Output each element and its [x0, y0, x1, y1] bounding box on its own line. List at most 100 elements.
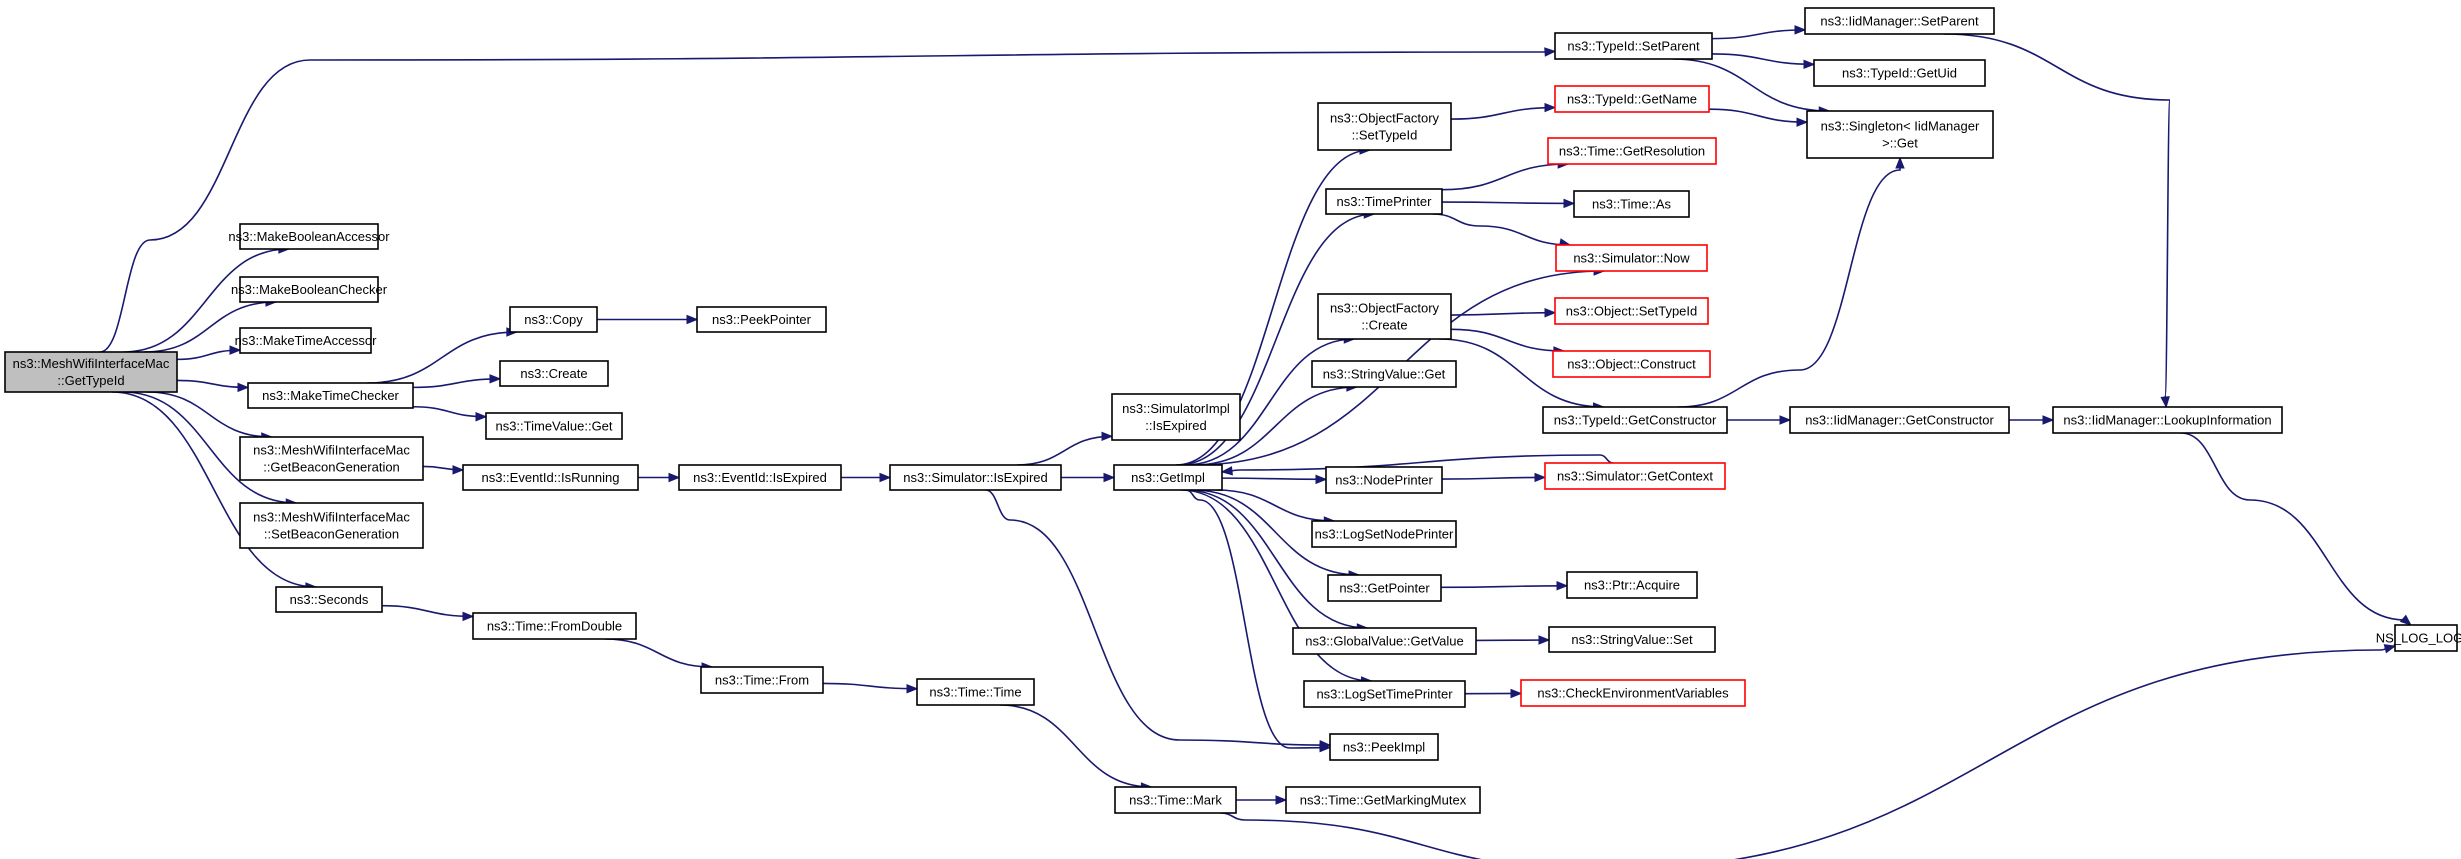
node-label: ns3::MakeTimeChecker [262, 388, 399, 403]
node-time-printer[interactable]: ns3::TimePrinter [1325, 188, 1443, 215]
edge-arrowhead [237, 382, 250, 393]
node-make-time-acc[interactable]: ns3::MakeTimeAccessor [235, 327, 378, 354]
edge-get-impl-to-get-pointer [1192, 489, 1360, 576]
node-label: ns3::Simulator::GetContext [1557, 469, 1713, 484]
node-label: ns3::IidManager::LookupInformation [2063, 413, 2271, 428]
node-create[interactable]: ns3::Create [499, 360, 609, 387]
node-box [1566, 571, 1698, 599]
node-obj-set-type-id[interactable]: ns3::Object::SetTypeId [1554, 297, 1709, 325]
node-label: ::GetBeaconGeneration [263, 460, 400, 475]
edges-layer [99, 25, 2412, 859]
node-label: ns3::Time::As [1592, 197, 1671, 212]
node-make-bool-chk[interactable]: ns3::MakeBooleanChecker [231, 276, 388, 303]
node-time-time[interactable]: ns3::Time::Time [916, 678, 1035, 706]
edge-arrowhead [1563, 198, 1576, 209]
node-type-id-set-parent[interactable]: ns3::TypeId::SetParent [1554, 32, 1713, 60]
node-get-beacon[interactable]: ns3::MeshWifiInterfaceMac::GetBeaconGene… [239, 436, 424, 481]
edge-time-printer-to-time-get-res [1441, 163, 1569, 191]
edge-arrowhead [2383, 644, 2397, 654]
node-label: ns3::IidManager::SetParent [1820, 14, 1979, 29]
node-of-create[interactable]: ns3::ObjectFactory::Create [1317, 293, 1452, 340]
node-iid-set-parent[interactable]: ns3::IidManager::SetParent [1804, 7, 1995, 35]
node-iid-lookup[interactable]: ns3::IidManager::LookupInformation [2052, 406, 2283, 434]
node-singleton-get[interactable]: ns3::Singleton< IidManager >::Get [1806, 110, 1994, 159]
node-label: NS_LOG_LOGIC [2376, 631, 2461, 646]
node-make-time-chk[interactable]: ns3::MakeTimeChecker [247, 382, 414, 409]
node-time-get-res[interactable]: ns3::Time::GetResolution [1547, 137, 1717, 165]
node-box [678, 464, 842, 491]
node-obj-construct[interactable]: ns3::Object::Construct [1552, 350, 1711, 378]
node-time-from[interactable]: ns3::Time::From [700, 666, 824, 694]
edge-arrowhead [1103, 472, 1116, 483]
edge-root-to-make-bool-chk [143, 301, 276, 353]
node-sim-impl-expired[interactable]: ns3::SimulatorImpl::IsExpired [1111, 393, 1241, 441]
node-gv-get-value[interactable]: ns3::GlobalValue::GetValue [1292, 627, 1477, 655]
node-label: ::IsExpired [1145, 418, 1206, 433]
node-set-beacon[interactable]: ns3::MeshWifiInterfaceMac::SetBeaconGene… [239, 502, 424, 549]
node-log-set-node[interactable]: ns3::LogSetNodePrinter [1311, 520, 1457, 548]
node-label: ns3::Time::FromDouble [487, 619, 622, 634]
edge-of-set-type-id-to-type-id-get-name [1450, 106, 1556, 120]
node-box [696, 306, 827, 333]
node-label: ns3::Simulator::IsExpired [903, 470, 1048, 485]
node-sim-now[interactable]: ns3::Simulator::Now [1555, 244, 1708, 272]
node-sim-expired[interactable]: ns3::Simulator::IsExpired [889, 464, 1062, 491]
edge-iid-lookup-to-ns-log-logic [2180, 432, 2411, 626]
edge-arrowhead [489, 374, 502, 384]
edge-of-create-to-obj-set-type-id [1450, 311, 1556, 316]
node-ns-log-logic[interactable]: NS_LOG_LOGIC [2376, 624, 2461, 652]
node-label: ns3::MakeBooleanChecker [231, 282, 388, 297]
node-box [472, 612, 637, 640]
node-type-id-get-name[interactable]: ns3::TypeId::GetName [1554, 85, 1710, 113]
node-label: ns3::PeekPointer [712, 312, 812, 327]
edge-type-id-set-parent-to-type-id-get-uid [1711, 53, 1815, 66]
node-make-bool-acc[interactable]: ns3::MakeBooleanAccessor [228, 223, 390, 250]
node-label: ::Create [1361, 318, 1407, 333]
node-time-mark[interactable]: ns3::Time::Mark [1114, 786, 1237, 814]
edge-make-time-chk-to-create [412, 378, 501, 389]
node-time-value-get[interactable]: ns3::TimeValue::Get [485, 412, 623, 440]
edge-time-from-to-time-time [822, 682, 918, 690]
node-sim-get-context[interactable]: ns3::Simulator::GetContext [1544, 462, 1726, 490]
node-string-value-get[interactable]: ns3::StringValue::Get [1311, 360, 1457, 388]
node-type-id-get-ctor[interactable]: ns3::TypeId::GetConstructor [1542, 406, 1728, 434]
node-type-id-get-uid[interactable]: ns3::TypeId::GetUid [1813, 59, 1986, 87]
node-ev-running[interactable]: ns3::EventId::IsRunning [462, 464, 639, 491]
node-ptr-acquire[interactable]: ns3::Ptr::Acquire [1566, 571, 1698, 599]
node-node-printer[interactable]: ns3::NodePrinter [1325, 466, 1443, 494]
node-box [1554, 85, 1710, 113]
node-ev-expired[interactable]: ns3::EventId::IsExpired [678, 464, 842, 491]
node-root[interactable]: ns3::MeshWifiInterfaceMac::GetTypeId [4, 351, 178, 393]
node-get-pointer[interactable]: ns3::GetPointer [1327, 574, 1442, 602]
node-box [239, 502, 424, 549]
node-box [485, 412, 623, 440]
node-seconds[interactable]: ns3::Seconds [275, 586, 383, 613]
node-iid-get-ctor[interactable]: ns3::IidManager::GetConstructor [1789, 406, 2010, 434]
node-of-set-type-id[interactable]: ns3::ObjectFactory::SetTypeId [1317, 102, 1452, 151]
node-box [1554, 297, 1709, 325]
edge-arrowhead [1556, 581, 1569, 591]
node-marking-mutex[interactable]: ns3::Time::GetMarkingMutex [1285, 786, 1481, 814]
node-check-env[interactable]: ns3::CheckEnvironmentVariables [1520, 679, 1746, 707]
edge-time-printer-to-sim-now [1432, 213, 1570, 246]
node-log-set-time[interactable]: ns3::LogSetTimePrinter [1303, 680, 1466, 708]
node-time-as[interactable]: ns3::Time::As [1573, 190, 1690, 218]
node-copy[interactable]: ns3::Copy [509, 306, 598, 333]
node-box [509, 306, 598, 333]
node-label: ns3::LogSetTimePrinter [1316, 687, 1453, 702]
node-label: ns3::Singleton< IidManager [1821, 119, 1980, 134]
node-label: ns3::ObjectFactory [1330, 301, 1440, 316]
edge-arrowhead [1895, 156, 1905, 169]
node-label: ns3::CheckEnvironmentVariables [1537, 686, 1729, 701]
node-peek-ptr[interactable]: ns3::PeekPointer [696, 306, 827, 333]
node-string-value-set[interactable]: ns3::StringValue::Set [1548, 626, 1716, 653]
node-get-impl[interactable]: ns3::GetImpl [1113, 464, 1223, 491]
node-label: ns3::Ptr::Acquire [1584, 578, 1680, 593]
node-label: ns3::Object::SetTypeId [1566, 304, 1698, 319]
node-from-double[interactable]: ns3::Time::FromDouble [472, 612, 637, 640]
node-peek-impl[interactable]: ns3::PeekImpl [1329, 733, 1439, 761]
edge-arrowhead [475, 411, 488, 422]
edge-sim-expired-to-sim-impl-expired [1016, 435, 1113, 466]
node-box [1311, 360, 1457, 388]
